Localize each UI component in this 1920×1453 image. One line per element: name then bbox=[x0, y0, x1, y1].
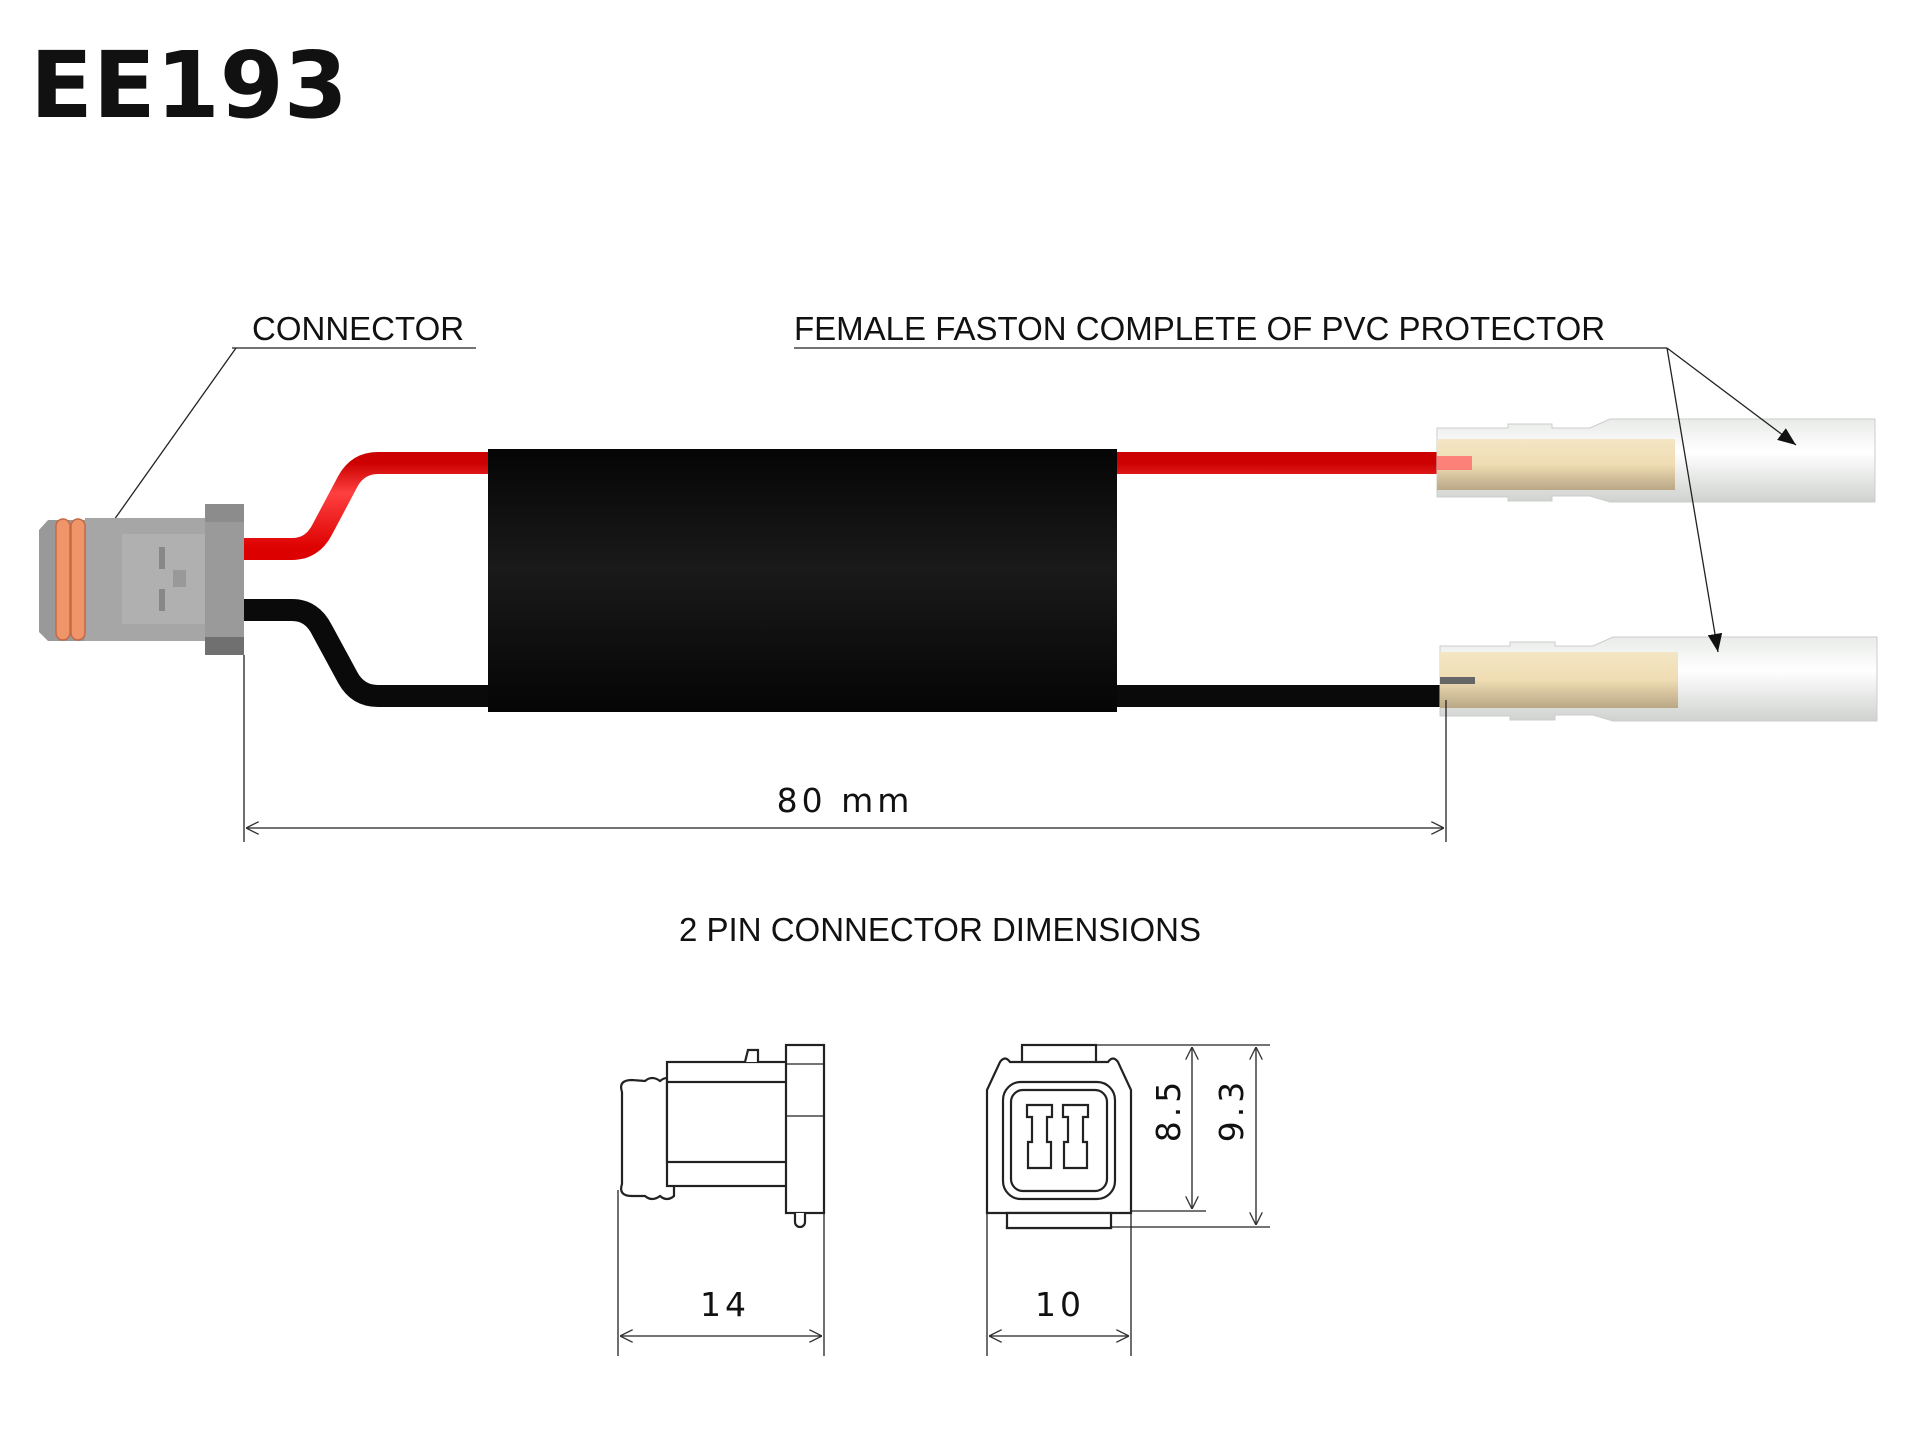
red-wire bbox=[244, 452, 1445, 560]
part-number-title: EE193 bbox=[30, 32, 348, 139]
outer-height-value: 9.3 bbox=[1212, 1078, 1251, 1142]
faston-label: FEMALE FASTON COMPLETE OF PVC PROTECTOR bbox=[794, 310, 1605, 347]
faston-leader-arrow-bottom bbox=[1666, 347, 1723, 653]
length-dimension-value: 80 mm bbox=[777, 781, 914, 820]
dimensions-heading: 2 PIN CONNECTOR DIMENSIONS bbox=[679, 911, 1201, 948]
black-wire bbox=[244, 599, 1445, 707]
connector-leader-arrow bbox=[91, 347, 237, 552]
connector-width-value: 10 bbox=[1035, 1285, 1085, 1324]
seal-rings bbox=[55, 518, 86, 641]
connector-front-view bbox=[985, 1043, 1133, 1230]
faston-terminal-black bbox=[1439, 636, 1878, 722]
inner-height-value: 8.5 bbox=[1149, 1078, 1188, 1142]
connector-length-value: 14 bbox=[700, 1285, 750, 1324]
heat-shrink-module bbox=[488, 449, 1117, 712]
connector-label: CONNECTOR bbox=[252, 310, 464, 347]
connector-side-view bbox=[620, 1043, 826, 1229]
two-pin-connector bbox=[39, 504, 244, 655]
faston-leader-arrow-top bbox=[1666, 347, 1797, 446]
faston-terminal-red bbox=[1436, 418, 1876, 503]
